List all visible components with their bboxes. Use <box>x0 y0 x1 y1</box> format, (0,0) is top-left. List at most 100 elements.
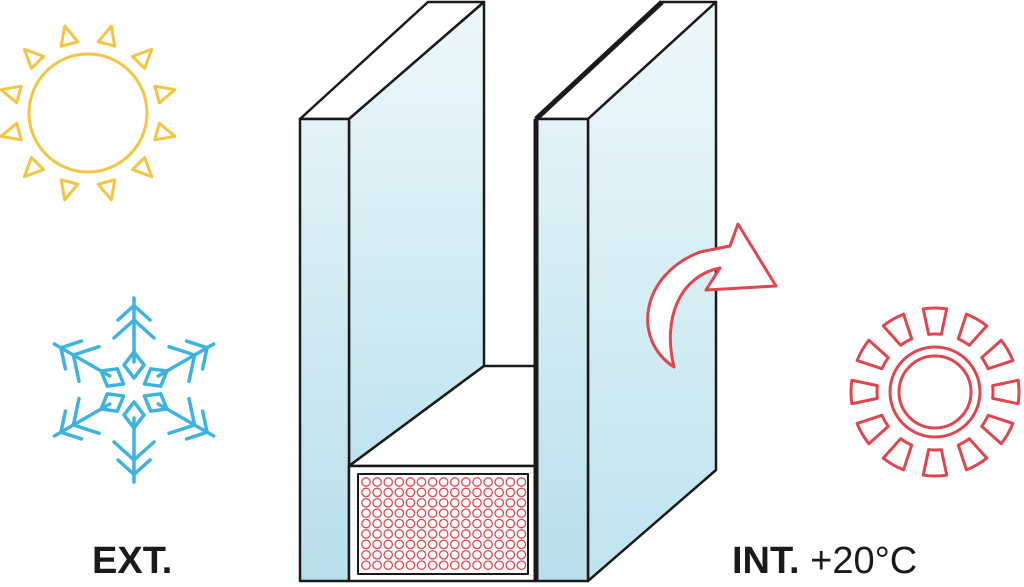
desiccant-dot <box>461 560 471 571</box>
heat-ray <box>980 413 1015 446</box>
desiccant-dot <box>438 529 449 539</box>
desiccant-dot <box>461 497 471 508</box>
snowflake-arm <box>59 409 84 441</box>
sun-ray <box>22 156 45 179</box>
desiccant-dot <box>449 518 460 529</box>
desiccant-dot <box>372 518 382 529</box>
desiccant-dot <box>516 518 527 529</box>
double-glazing-unit <box>298 0 718 583</box>
desiccant-dot <box>416 539 427 550</box>
sun-ray <box>96 178 117 202</box>
desiccant-dot <box>427 529 438 539</box>
desiccant-dot <box>361 497 371 508</box>
desiccant-dot <box>416 508 427 519</box>
desiccant-dot <box>394 487 405 498</box>
desiccant-dot <box>516 508 527 519</box>
desiccant-dot <box>383 497 394 508</box>
snowflake-arm <box>116 458 152 477</box>
heat-ray <box>881 437 914 472</box>
desiccant-dot <box>483 539 493 550</box>
desiccant-dot <box>472 549 482 560</box>
desiccant-dot <box>472 539 482 550</box>
desiccant-dot <box>505 487 516 498</box>
snowflake-petal <box>99 367 126 388</box>
desiccant-dot <box>438 539 449 550</box>
curved-arrow-icon <box>646 222 778 369</box>
desiccant-dot <box>505 549 516 560</box>
desiccant-dot <box>449 508 460 519</box>
desiccant-dot <box>383 539 394 550</box>
desiccant-dot <box>427 539 438 550</box>
desiccant-dot <box>516 549 527 560</box>
desiccant-dot <box>472 497 482 508</box>
desiccant-dot <box>372 497 382 508</box>
desiccant-dot <box>405 539 416 550</box>
desiccant-dot <box>372 560 382 571</box>
desiccant-dot <box>361 560 371 571</box>
heat-inner-ring <box>897 354 973 430</box>
desiccant-dot <box>394 508 405 519</box>
snowflake-arm <box>167 396 197 436</box>
snowflake-arm <box>112 318 156 340</box>
desiccant-dot <box>516 560 527 571</box>
desiccant-dot <box>505 539 516 550</box>
desiccant-dot <box>405 487 416 498</box>
desiccant-dot <box>372 529 382 539</box>
desiccant-dot <box>405 497 416 508</box>
heat-ray <box>855 338 890 371</box>
desiccant-dot <box>394 518 405 529</box>
desiccant-dot <box>416 560 427 571</box>
snowflake-arm <box>167 344 197 384</box>
desiccant-dot <box>483 477 493 487</box>
desiccant-dot <box>438 497 449 508</box>
desiccant-dot <box>383 529 394 539</box>
desiccant-dot <box>394 477 405 487</box>
interior-temperature: +20°C <box>810 540 918 582</box>
desiccant-dot <box>383 477 394 487</box>
outer-pane-front-face <box>298 117 351 583</box>
sun-ray <box>131 47 154 70</box>
desiccant-dot <box>505 529 516 539</box>
sun-ray <box>59 178 80 202</box>
desiccant-dot <box>505 508 516 519</box>
desiccant-dot <box>483 529 493 539</box>
desiccant-dot <box>494 518 505 529</box>
desiccant-dot <box>438 508 449 519</box>
heat-ray <box>921 306 949 336</box>
desiccant-dot <box>472 518 482 529</box>
desiccant-dot <box>416 529 427 539</box>
desiccant-dot <box>505 497 516 508</box>
desiccant-dot <box>361 487 371 498</box>
desiccant-dot <box>438 487 449 498</box>
desiccant-dot <box>394 549 405 560</box>
desiccant-dot <box>427 477 438 487</box>
sun-ray <box>153 121 177 142</box>
snowflake-arm <box>184 339 209 371</box>
desiccant-dot <box>438 549 449 560</box>
desiccant-dot <box>494 477 505 487</box>
desiccant-dot <box>449 560 460 571</box>
heat-outer-ring <box>888 345 982 439</box>
desiccant-dot <box>361 508 371 519</box>
desiccant-dot <box>449 539 460 550</box>
desiccant-dot <box>383 508 394 519</box>
desiccant-dot <box>394 539 405 550</box>
desiccant-dot <box>372 549 382 560</box>
desiccant-dot <box>472 529 482 539</box>
desiccant-dot <box>438 560 449 571</box>
sun-ray <box>131 156 154 179</box>
desiccant-dot <box>483 497 493 508</box>
desiccant-dot <box>383 549 394 560</box>
desiccant-dot <box>427 508 438 519</box>
desiccant-dot <box>505 560 516 571</box>
snowflake-petal <box>142 367 169 388</box>
low-e-coating-edge-top <box>534 0 664 121</box>
desiccant-dot <box>494 549 505 560</box>
inner-pane-front-face <box>534 117 590 583</box>
desiccant-dot <box>405 560 416 571</box>
desiccant-dot <box>394 497 405 508</box>
snowflake-arm <box>116 303 152 322</box>
desiccant-dot <box>449 529 460 539</box>
desiccant-dot <box>361 529 371 539</box>
desiccant-dot <box>427 497 438 508</box>
